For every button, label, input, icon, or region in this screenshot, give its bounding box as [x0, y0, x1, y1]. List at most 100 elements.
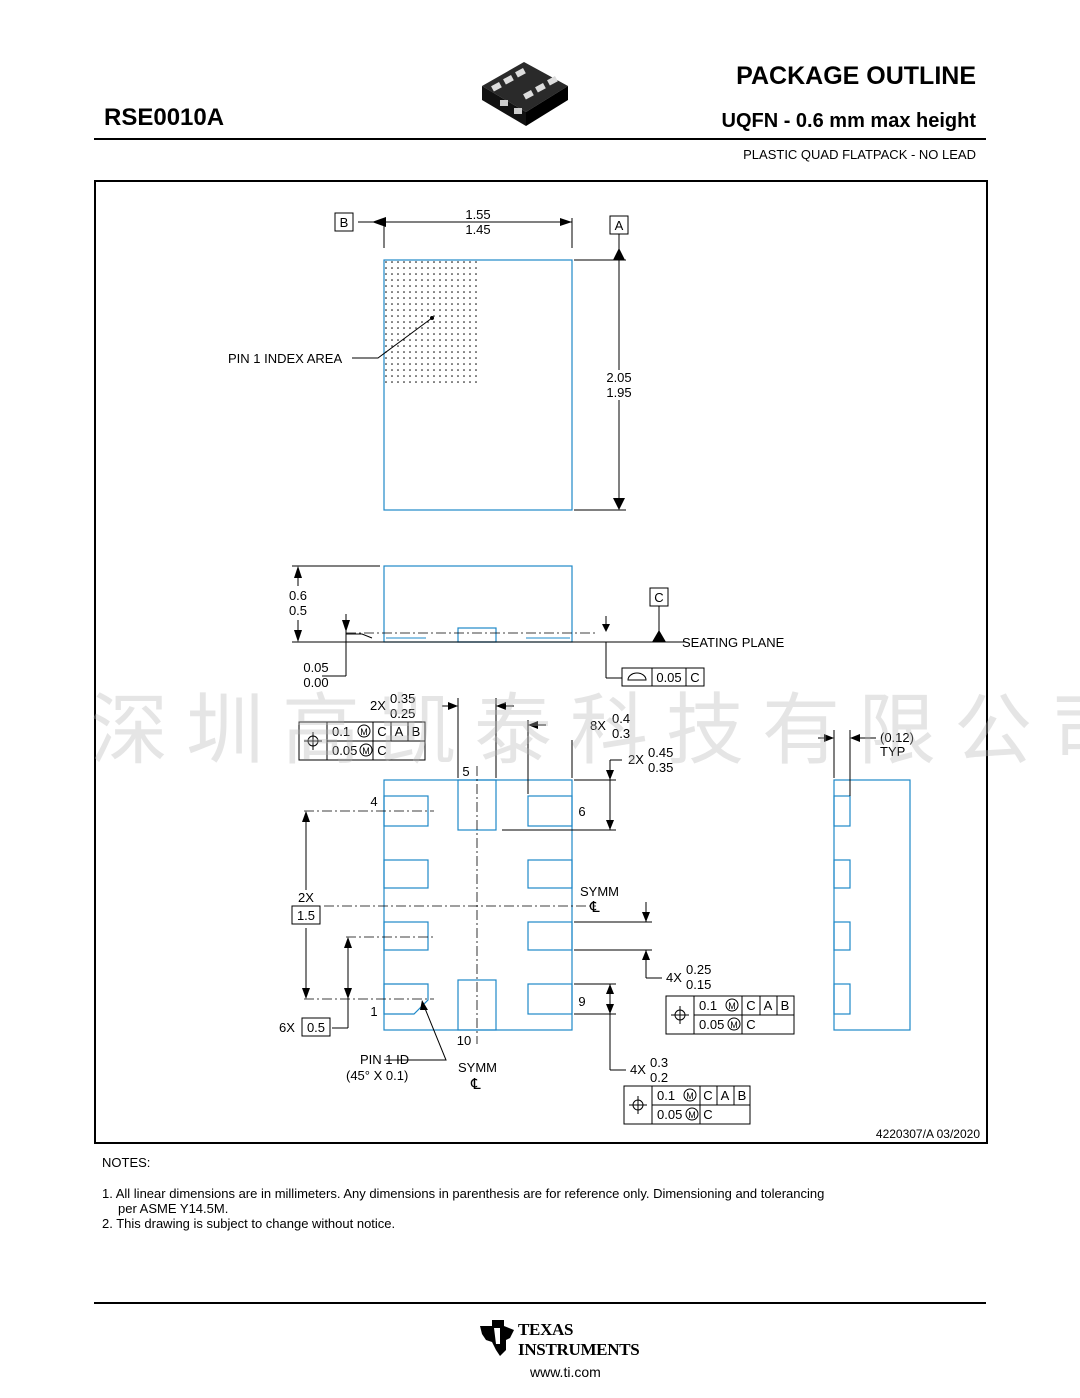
pin1-index-label: PIN 1 INDEX AREA — [228, 351, 342, 366]
svg-text:M: M — [362, 746, 370, 756]
flatness-datum: C — [690, 670, 699, 685]
end-max: 0.45 — [648, 745, 673, 760]
datum-c-label: C — [654, 590, 663, 605]
cl-symbol-v: ℄ — [470, 1076, 481, 1093]
tol5-value: 0.1 — [657, 1088, 675, 1103]
tol1-datum-c: C — [377, 724, 386, 739]
center-pad-w-min: 0.25 — [390, 706, 415, 721]
drawing-number: 4220307/A 03/2020 — [876, 1127, 980, 1141]
pad-w-max: 0.25 — [686, 962, 711, 977]
tol5-datum-c: C — [703, 1088, 712, 1103]
package-top-outline — [383, 259, 573, 511]
tol4-value: 0.05 — [699, 1017, 724, 1032]
footer-rule — [94, 1302, 986, 1304]
pin1-id-label: PIN 1 ID — [360, 1052, 409, 1067]
notes-heading: NOTES: — [102, 1155, 151, 1170]
pin1-chamfer-label: (45° X 0.1) — [346, 1068, 408, 1083]
package-drawing: B 1.55 1.45 A 2.05 1.95 PIN 1 INDEX AREA… — [228, 207, 980, 1141]
height-max: 0.6 — [289, 588, 307, 603]
svg-text:M: M — [728, 1001, 736, 1011]
tol6-datum: C — [703, 1107, 712, 1122]
svg-text:M: M — [686, 1091, 694, 1101]
package-side-outline — [383, 565, 573, 643]
tol1-datum-b: B — [412, 724, 421, 739]
end-min: 0.35 — [648, 760, 673, 775]
pitch-qty: 6X — [279, 1020, 295, 1035]
width-max: 1.55 — [465, 207, 490, 222]
pad-w-min: 0.15 — [686, 977, 711, 992]
tol6-value: 0.05 — [657, 1107, 682, 1122]
seating-plane-label: SEATING PLANE — [682, 635, 785, 650]
tol4-datum: C — [746, 1017, 755, 1032]
length-max: 2.05 — [606, 370, 631, 385]
pad-l-max: 0.3 — [650, 1055, 668, 1070]
header-rule — [94, 138, 986, 140]
side-pad-qty: 8X — [590, 718, 606, 733]
pad-l-qty: 4X — [630, 1062, 646, 1077]
side-pad-l-min: 0.3 — [612, 726, 630, 741]
tol3-datum-b: B — [781, 998, 790, 1013]
pitch-value: 0.5 — [307, 1020, 325, 1035]
package-description: PLASTIC QUAD FLATPACK - NO LEAD — [743, 147, 976, 162]
side-ref-typ: TYP — [880, 744, 905, 759]
tol3-datum-c: C — [746, 998, 755, 1013]
datum-b-label: B — [340, 215, 349, 230]
tol1-datum-a: A — [395, 724, 404, 739]
datum-a-label: A — [615, 218, 624, 233]
package-end-outline — [833, 779, 911, 1031]
end-view: (0.12) TYP — [818, 730, 914, 1031]
side-pad-l-max: 0.4 — [612, 711, 630, 726]
end-qty: 2X — [628, 752, 644, 767]
cl-symbol-h: ℄ — [589, 899, 600, 916]
pin-1-label: 1 — [370, 1004, 377, 1019]
flatness-icon — [627, 672, 647, 681]
brand-line-2: INSTRUMENTS — [518, 1340, 640, 1359]
symm-label-v: SYMM — [458, 1060, 497, 1075]
tol1-value: 0.1 — [332, 724, 350, 739]
drawing-frame: B 1.55 1.45 A 2.05 1.95 PIN 1 INDEX AREA… — [94, 180, 988, 1144]
tol5-datum-b: B — [738, 1088, 747, 1103]
side-ref-value: (0.12) — [880, 730, 914, 745]
standoff-max: 0.05 — [303, 660, 328, 675]
notes-list: 1. All linear dimensions are in millimet… — [102, 1186, 824, 1231]
length-min: 1.95 — [606, 385, 631, 400]
pad-w-qty: 4X — [666, 970, 682, 985]
pad-l-min: 0.2 — [650, 1070, 668, 1085]
pin1-index-area — [385, 261, 479, 385]
note-2: 2. This drawing is subject to change wit… — [102, 1216, 396, 1231]
bottom-view: 5 4 6 1 9 10 2X 0.35 0.25 0.1 M C A B 0.… — [279, 691, 795, 1125]
center-pad-w-max: 0.35 — [390, 691, 415, 706]
page-title: PACKAGE OUTLINE — [736, 62, 976, 90]
span-qty: 2X — [298, 890, 314, 905]
pin-5-label: 5 — [462, 764, 469, 779]
website-link[interactable]: www.ti.com — [530, 1364, 601, 1380]
note-1: 1. All linear dimensions are in millimet… — [102, 1186, 825, 1201]
symm-label-h: SYMM — [580, 884, 619, 899]
tol2-datum: C — [377, 743, 386, 758]
center-pad-qty: 2X — [370, 698, 386, 713]
brand-line-1: TEXAS — [518, 1320, 574, 1339]
side-view: 0.6 0.5 0.05 0.00 C SEATING PLANE 0.05 C — [282, 565, 785, 690]
note-1-cont: per ASME Y14.5M. — [118, 1201, 229, 1216]
pin-6-label: 6 — [578, 804, 585, 819]
package-subtitle: UQFN - 0.6 mm max height — [721, 110, 977, 132]
standoff-min: 0.00 — [303, 675, 328, 690]
svg-text:M: M — [688, 1110, 696, 1120]
flatness-value: 0.05 — [656, 670, 681, 685]
pin-10-label: 10 — [457, 1033, 471, 1048]
package-3d-icon — [482, 62, 568, 126]
top-view: B 1.55 1.45 A 2.05 1.95 PIN 1 INDEX AREA — [228, 207, 636, 511]
tol2-value: 0.05 — [332, 743, 357, 758]
span-value: 1.5 — [297, 908, 315, 923]
ti-logo-icon — [480, 1320, 514, 1356]
ti-brand: TEXAS INSTRUMENTS — [518, 1320, 640, 1360]
width-min: 1.45 — [465, 222, 490, 237]
tol3-datum-a: A — [764, 998, 773, 1013]
package-bottom-outline — [383, 779, 573, 1031]
svg-text:M: M — [360, 727, 368, 737]
pin-4-label: 4 — [370, 794, 377, 809]
tol5-datum-a: A — [721, 1088, 730, 1103]
svg-text:M: M — [730, 1020, 738, 1030]
pin-9-label: 9 — [578, 994, 585, 1009]
height-min: 0.5 — [289, 603, 307, 618]
